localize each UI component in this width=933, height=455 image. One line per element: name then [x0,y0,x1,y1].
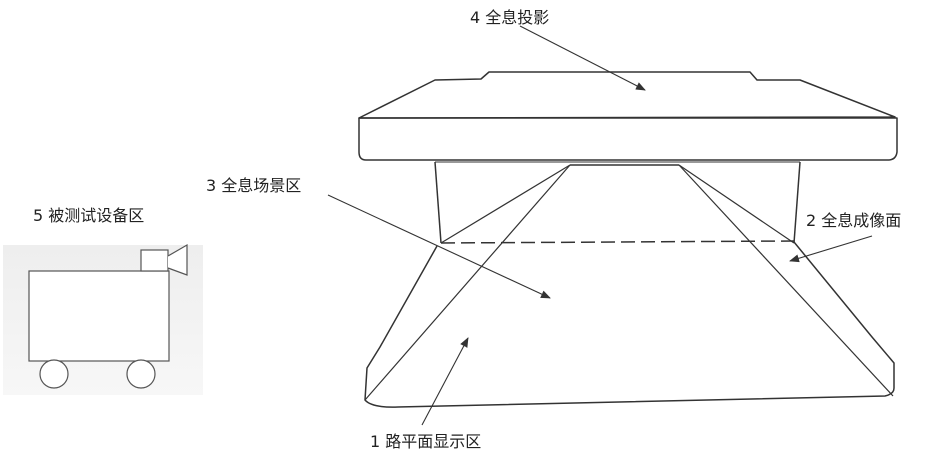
label-scene: 3 全息场景区 [206,172,301,196]
pyramid-edge [441,165,570,243]
label-projection: 4 全息投影 [470,4,549,28]
imaging-plane-line [441,241,794,243]
left-column [435,162,441,243]
pyramid-edge [679,165,893,396]
wheel-front [40,360,68,388]
vehicle-body [29,271,169,361]
camera-box [141,250,168,271]
projector-slab [359,118,897,160]
wheel-rear [127,360,155,388]
pyramid-edge [365,165,570,400]
projector-top [359,72,895,118]
right-column [794,162,800,243]
projection-arrow [520,26,645,90]
label-road-display: 1 路平面显示区 [370,428,481,452]
road-display-arrow [422,338,468,425]
label-imaging-plane: 2 全息成像面 [806,207,901,231]
imaging-plane-arrow [790,236,872,261]
pyramid-edge [679,165,794,243]
label-device-under-test: 5 被测试设备区 [33,202,144,226]
